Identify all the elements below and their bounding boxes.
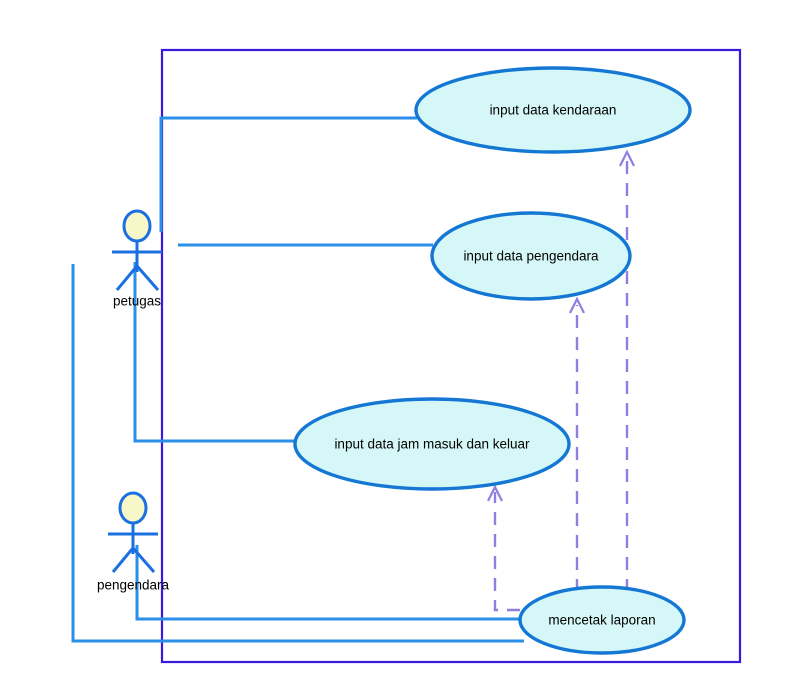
use-case-label: input data kendaraan [490,103,617,118]
use-case-ellipse[interactable] [414,66,692,154]
use-case-input-data-kendaraan[interactable]: input data kendaraan [414,66,692,154]
include-mencetak-laporan-to-input-data-jam-masuk [493,492,520,612]
use-case-label: input data jam masuk dan keluar [334,437,530,452]
association-pengendara-to-mencetak-laporan [135,545,521,621]
use-case-ellipse[interactable] [518,585,686,655]
use-case-label: mencetak laporan [548,613,655,628]
actor-right-leg-icon [131,547,156,573]
arrowhead-to-input-data-kendaraan-icon [619,149,635,167]
include-arrowheads [487,149,635,502]
use-case-ellipse[interactable] [430,211,632,301]
association-petugas-to-input-data-jam-masuk-dan-keluar [133,262,296,443]
association-petugas-to-input-data-kendaraan [159,116,417,232]
arrowhead-to-input-data-jam-masuk-icon [487,484,503,502]
use-case-input-data-jam-masuk-dan-keluar[interactable]: input data jam masuk dan keluar [293,397,571,491]
arrowhead-to-input-data-pengendara-icon [569,296,585,314]
use-case-label: input data pengendara [463,249,599,264]
actor-right-leg-icon [135,265,160,291]
use-case-mencetak-laporan[interactable]: mencetak laporan [518,585,686,655]
actor-head-icon [118,491,148,525]
actor-head-icon [122,209,152,243]
actor-left-leg-icon [111,547,135,573]
use-case-input-data-pengendara[interactable]: input data pengendara [430,211,632,301]
actor-label: petugas [113,294,161,309]
use-case-ellipse[interactable] [293,397,571,491]
association-pengendara-outer-to-mencetak-laporan [71,264,524,643]
actor-petugas[interactable]: petugas [112,209,162,309]
system-boundary-rect [160,48,742,664]
use-case-ellipses: input data kendaraan input data pengenda… [293,66,692,655]
actor-left-leg-icon [115,265,139,291]
association-lines [71,116,524,643]
actor-pengendara[interactable]: pengendara [97,491,170,593]
actor-label: pengendara [97,578,170,593]
include-dependency-arrows [493,158,629,612]
